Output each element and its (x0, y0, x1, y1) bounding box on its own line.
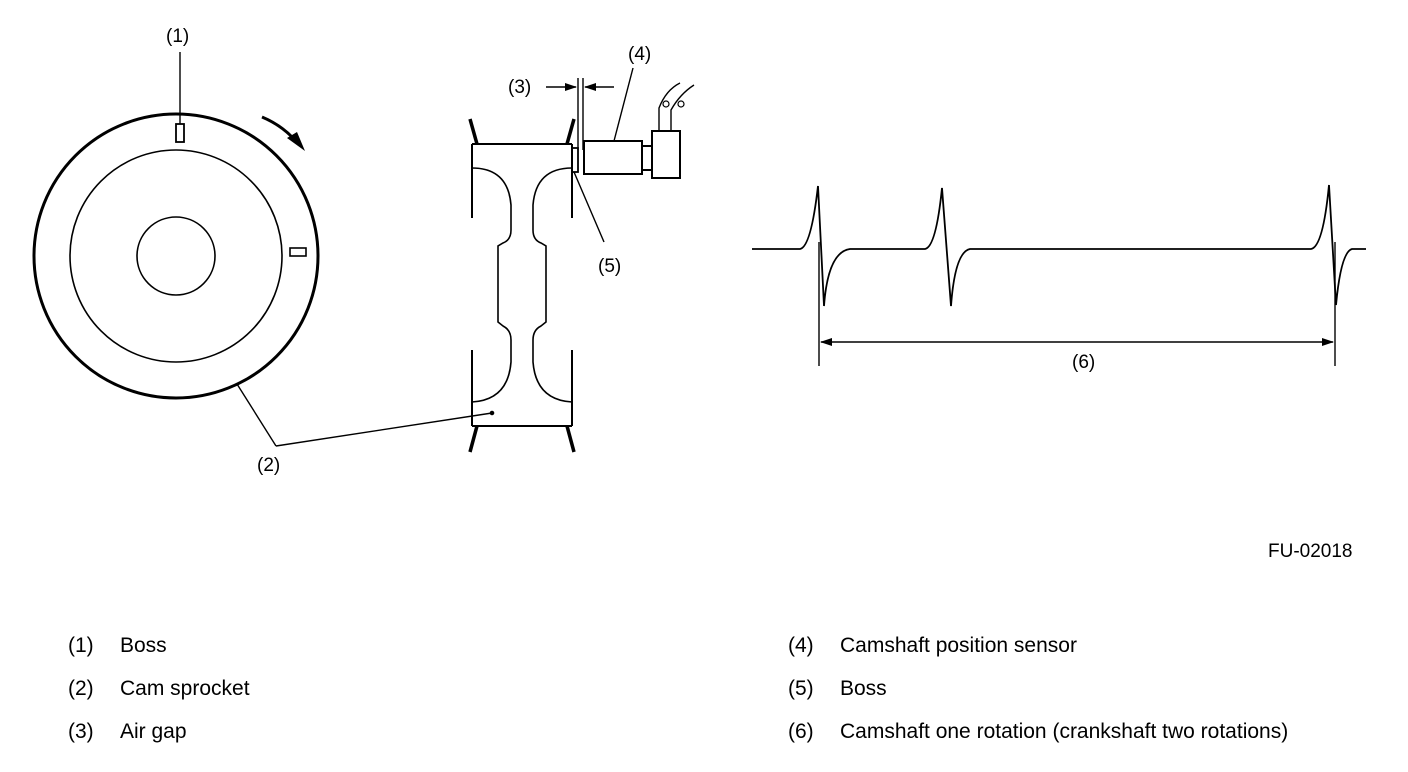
callout-3: (3) (508, 77, 531, 98)
sensor-wire (658, 82, 681, 131)
legend-number: (4) (788, 634, 814, 657)
leader-dot-2 (489, 410, 495, 416)
legend-text: Camshaft position sensor (840, 634, 1077, 657)
boss-top (175, 123, 185, 143)
leader-line-4 (613, 67, 634, 142)
sprocket-hub (136, 216, 216, 296)
boss-side-view (571, 147, 579, 173)
legend-item: (1) Boss (68, 634, 167, 658)
figure-id: FU-02018 (1268, 541, 1353, 562)
legend-text: Air gap (120, 720, 187, 743)
legend-number: (2) (68, 677, 94, 700)
cam-sprocket-front-view (32, 52, 495, 447)
callout-4: (4) (628, 44, 651, 65)
callout-2: (2) (257, 455, 280, 476)
legend-text: Camshaft one rotation (crankshaft two ro… (840, 720, 1289, 743)
callout-5: (5) (598, 256, 621, 277)
leader-line-2 (236, 383, 277, 447)
sprocket-inner-ring (69, 149, 283, 363)
boss-side (289, 247, 307, 257)
sensor-signal-waveform (752, 184, 1366, 366)
sprocket-outer-rim (32, 112, 320, 400)
legend-item: (2) Cam sprocket (68, 677, 250, 701)
camshaft-position-sensor (583, 67, 695, 179)
sensor-wire (670, 84, 695, 131)
legend-text: Cam sprocket (120, 677, 250, 700)
legend-text: Boss (120, 634, 167, 657)
leader-line-5 (573, 171, 605, 243)
sprocket-side-view (468, 118, 605, 453)
air-gap-dimension (546, 78, 614, 150)
legend-item: (3) Air gap (68, 720, 187, 744)
callout-1: (1) (166, 26, 189, 47)
legend-number: (6) (788, 720, 814, 743)
legend-text: Boss (840, 677, 887, 700)
camshaft-sensor-diagram: (1) (2) (3) (4) (5) (6) (32, 26, 1366, 476)
leader-line-2b (275, 412, 493, 447)
legend-number: (3) (68, 720, 94, 743)
legend-item: (6) Camshaft one rotation (crankshaft two… (788, 720, 1288, 744)
legend-item: (4) Camshaft position sensor (788, 634, 1077, 658)
legend-item: (5) Boss (788, 677, 887, 701)
callout-6: (6) (1072, 352, 1095, 373)
legend-number: (5) (788, 677, 814, 700)
rotation-arrow-icon (261, 115, 305, 151)
legend-number: (1) (68, 634, 94, 657)
